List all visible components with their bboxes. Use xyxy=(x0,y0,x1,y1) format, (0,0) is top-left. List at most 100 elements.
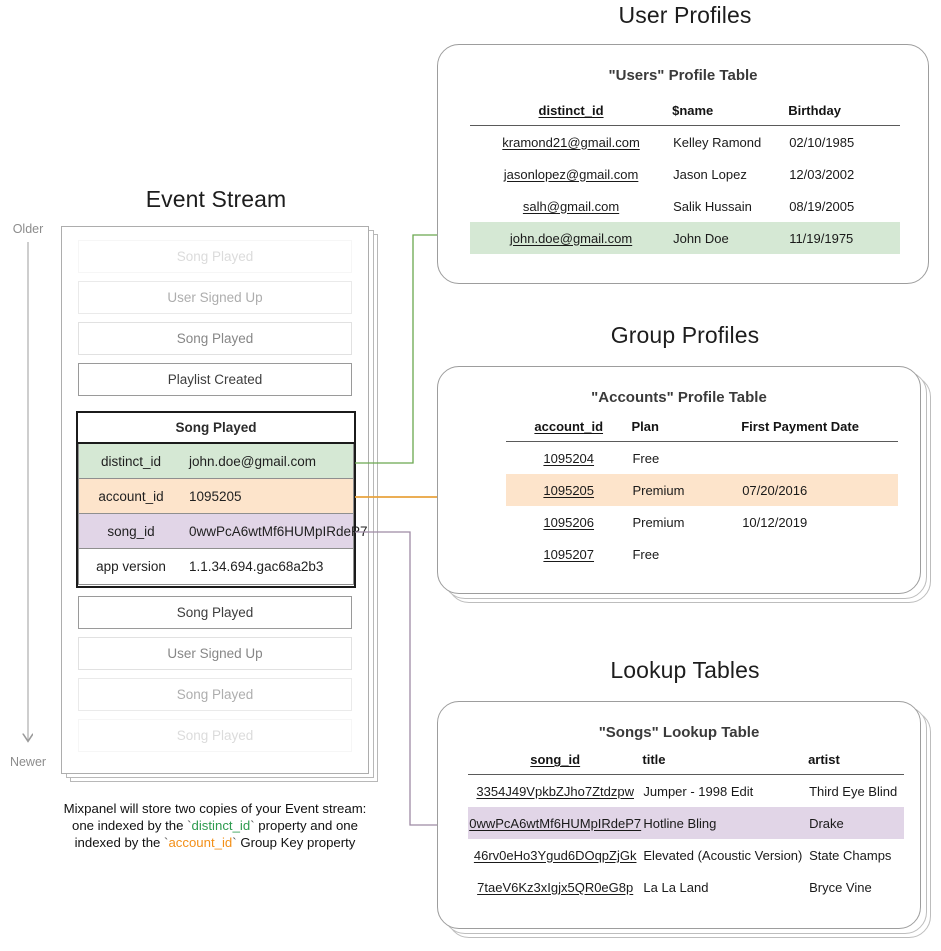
table-cell: 12/03/2002 xyxy=(789,166,855,182)
column-header: Birthday xyxy=(788,103,841,118)
users-table: distinct_id $name Birthday kramond21@gmail.… xyxy=(470,103,900,254)
event-property-value: 1.1.34.694.gac68a2b3 xyxy=(189,559,324,574)
caption-code-distinct-id: distinct_id xyxy=(191,818,251,833)
diagram-caption: Mixpanel will store two copies of your E… xyxy=(44,800,386,851)
table-cell: 11/19/1975 xyxy=(788,222,900,254)
table-cell: Free xyxy=(632,546,660,562)
event-list-item[interactable]: Song Played xyxy=(78,596,352,629)
event-property-key: distinct_id xyxy=(100,453,162,469)
caption-line-2: one indexed by the `distinct_id` propert… xyxy=(72,818,358,833)
table-cell: Free xyxy=(632,450,660,466)
column-header: distinct_id xyxy=(538,103,604,118)
table-cell: 7taeV6Kz3xIgjx5QR0eG8p xyxy=(477,879,634,895)
column-header: song_id xyxy=(530,752,581,767)
table-cell: La La Land xyxy=(643,879,709,895)
table-row[interactable]: jasonlopez@gmail.com Jason Lopez 12/03/200… xyxy=(470,158,900,190)
table-cell: Third Eye Blind xyxy=(809,783,898,799)
table-cell: 08/19/2005 xyxy=(789,198,855,214)
table-cell: 3354J49VpkbZJho7Ztdzpw xyxy=(476,783,634,799)
table-cell: jasonlopez@gmail.com xyxy=(503,166,639,182)
event-property-key: song_id xyxy=(107,523,155,539)
table-cell: John Doe xyxy=(672,222,789,254)
table-cell: State Champs xyxy=(809,847,892,863)
column-header: account_id xyxy=(534,419,604,434)
event-list-item[interactable]: Song Played xyxy=(78,240,352,273)
timeline-older-label: Older xyxy=(12,222,44,236)
event-list-item[interactable]: Song Played xyxy=(78,719,352,752)
event-list-item[interactable]: Song Played xyxy=(78,322,352,355)
caption-line3-suffix: Group Key property xyxy=(236,835,356,850)
table-cell xyxy=(741,442,898,475)
table-cell: Hotline Bling xyxy=(642,807,809,839)
songs-table-title: "Songs" Lookup Table xyxy=(598,724,760,741)
event-list-item[interactable]: User Signed Up xyxy=(78,637,352,670)
table-cell: Elevated (Acoustic Version) xyxy=(643,847,803,863)
table-cell: salh@gmail.com xyxy=(522,198,620,214)
column-header: First Payment Date xyxy=(741,419,859,434)
songs-lookup-card: "Songs" Lookup Table song_id title artist 3… xyxy=(437,701,921,929)
column-header: title xyxy=(642,752,666,767)
page-title-group-profiles: Group Profiles xyxy=(610,322,760,348)
table-cell: 1095207 xyxy=(543,546,595,562)
event-property-row: distinct_id john.doe@gmail.com xyxy=(79,444,353,479)
table-cell: 02/10/1985 xyxy=(789,134,855,150)
table-header-row: distinct_id $name Birthday xyxy=(470,103,900,126)
table-cell xyxy=(741,538,898,570)
timeline-newer-label: Newer xyxy=(9,755,47,769)
table-header-row: song_id title artist xyxy=(468,752,904,775)
accounts-table-title: "Accounts" Profile Table xyxy=(591,389,767,406)
event-property-key: app version xyxy=(96,559,166,574)
table-cell: Salik Hussain xyxy=(673,198,752,214)
caption-line-1: Mixpanel will store two copies of your E… xyxy=(63,801,367,816)
table-row[interactable]: kramond21@gmail.com Kelley Ramond 02/10/19… xyxy=(470,126,900,159)
table-cell: 1095205 xyxy=(506,474,632,506)
table-row[interactable]: 3354J49VpkbZJho7Ztdzpw Jumper - 1998 Edit… xyxy=(468,775,904,808)
event-list-item[interactable]: User Signed Up xyxy=(78,281,352,314)
event-list-item[interactable]: Song Played xyxy=(78,678,352,711)
event-property-key: account_id xyxy=(98,488,164,504)
table-cell: Drake xyxy=(808,807,904,839)
timeline-arrow xyxy=(0,242,60,755)
caption-line2-prefix: one indexed by the xyxy=(72,818,188,833)
table-cell: Kelley Ramond xyxy=(673,134,762,150)
caption-line-3: indexed by the `account_id` Group Key pr… xyxy=(74,835,356,850)
table-cell: 0wwPcA6wtMf6HUMpIRdeP7 xyxy=(468,807,643,839)
caption-line3-prefix: indexed by the xyxy=(74,835,165,850)
column-header: $name xyxy=(672,103,714,118)
table-cell: kramond21@gmail.com xyxy=(502,134,640,150)
table-cell: Premium xyxy=(631,474,742,506)
event-property-value: 1095205 xyxy=(189,488,242,504)
selected-event-properties: distinct_id john.doe@gmail.com account_id 1… xyxy=(78,444,368,585)
table-cell: 1095206 xyxy=(543,514,595,530)
caption-code-account-id: account_id xyxy=(168,835,233,850)
page-title-user-profiles: User Profiles xyxy=(618,2,752,28)
column-header: artist xyxy=(808,752,840,767)
table-row[interactable]: 1095207 Free xyxy=(506,538,898,570)
table-row[interactable]: 7taeV6Kz3xIgjx5QR0eG8p La La Land Bryce Vi… xyxy=(468,871,904,903)
table-cell: john.doe@gmail.com xyxy=(470,222,673,254)
page-title-lookup-tables: Lookup Tables xyxy=(610,657,760,683)
table-cell: Bryce Vine xyxy=(809,879,872,895)
table-row[interactable]: salh@gmail.com Salik Hussain 08/19/2005 xyxy=(470,190,900,222)
table-cell: Jason Lopez xyxy=(673,166,747,182)
table-cell: Premium xyxy=(632,514,685,530)
table-cell: Jumper - 1998 Edit xyxy=(643,783,754,799)
event-list-item[interactable]: Playlist Created xyxy=(78,363,352,396)
songs-table: song_id title artist 3354J49VpkbZJho7Ztdzpw… xyxy=(468,752,904,903)
event-property-value: john.doe@gmail.com xyxy=(189,453,317,469)
caption-line2-suffix: property and one xyxy=(254,818,358,833)
